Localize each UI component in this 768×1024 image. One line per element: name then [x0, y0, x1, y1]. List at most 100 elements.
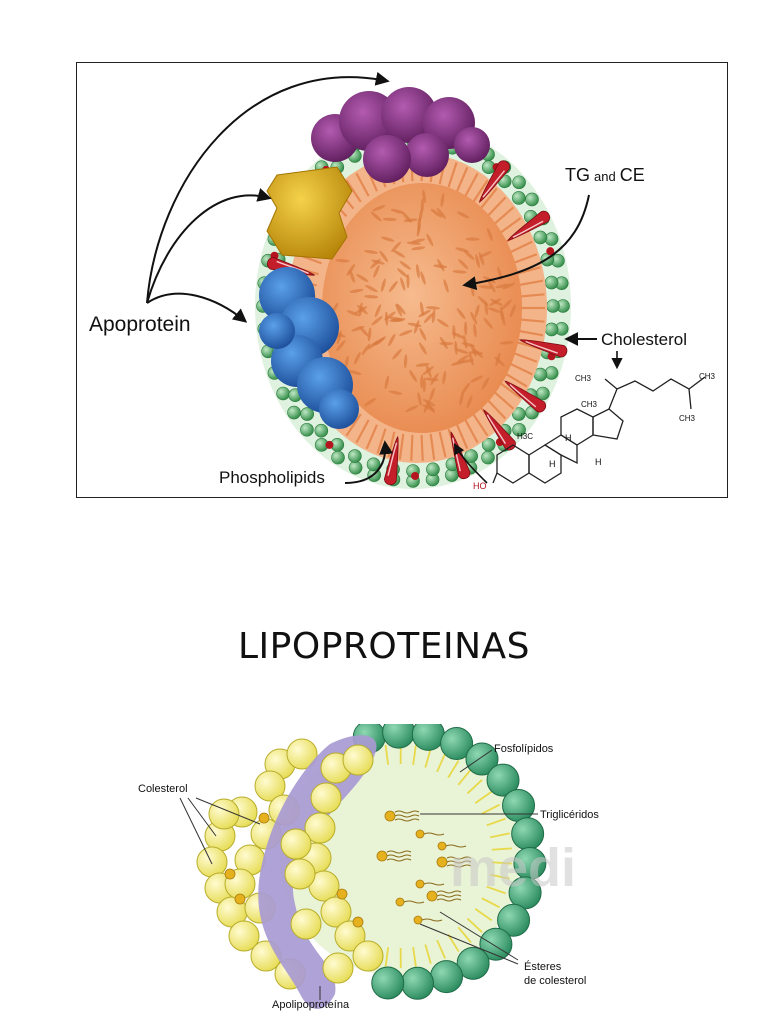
core-lipid-strand	[409, 369, 418, 382]
phospholipid-tail	[518, 318, 545, 323]
core-lipid-strand	[479, 251, 492, 258]
fosfolipido-tail	[489, 832, 510, 839]
phospholipid-tail	[447, 162, 458, 188]
fosfolipido-tail	[436, 753, 446, 773]
colesterol-sphere	[228, 920, 260, 952]
fosfolipido-head	[401, 966, 435, 1000]
ester-colesterol	[437, 841, 467, 851]
core-lipid-strand	[358, 302, 363, 317]
core-lipid-strand	[388, 333, 396, 347]
lipoproteina-diagram-figure: medi Colesterol Fosfolípidos Triglicérid…	[120, 724, 720, 1024]
core-lipid-strand	[440, 193, 445, 208]
core-lipid-strand	[371, 259, 385, 265]
fosfolipido-head	[486, 763, 520, 797]
core-lipid-strand	[420, 271, 426, 285]
phospholipid-tail	[486, 196, 507, 217]
phospholipid-head	[464, 449, 478, 463]
core-lipid-strand	[371, 316, 383, 326]
fosfolipido-tail	[447, 933, 460, 952]
arrow-apoprotein-to-yellow	[146, 188, 272, 304]
core-lipid-strand	[422, 378, 426, 393]
phospholipid-head	[512, 191, 526, 205]
core-lipid-strand	[406, 274, 410, 289]
phospholipid-tail	[493, 390, 515, 410]
cholesterol-molecule	[518, 339, 568, 358]
core-lipid-strand	[419, 342, 427, 355]
svg-text:CH3: CH3	[575, 374, 592, 383]
phospholipid-tail	[429, 433, 436, 460]
phospholipid-head	[536, 386, 550, 401]
core-lipid-strand	[370, 211, 382, 222]
fosfolipido-head	[497, 903, 531, 937]
core-lipid-strand	[490, 298, 503, 306]
core-lipid-strand	[478, 252, 485, 266]
phospholipid-head	[544, 232, 559, 246]
core-lipid-strand	[364, 398, 376, 407]
arrow-apoprotein-to-purple	[146, 71, 390, 304]
apoprotein-purple	[311, 87, 490, 183]
core-lipid-strand	[420, 198, 424, 213]
core-lipid-strand	[473, 323, 477, 338]
colesterol-spheres-front	[224, 744, 384, 984]
core-lipid-strand	[486, 227, 493, 241]
phospholipid-head	[481, 438, 496, 452]
phospholipid-head	[544, 275, 559, 290]
fosfolipido-tail	[474, 790, 493, 804]
phospholipid-tail	[508, 240, 533, 254]
ester-colesterol	[395, 897, 425, 907]
colesterol-molecule	[352, 916, 364, 928]
label-fosfolipidos: Fosfolípidos	[494, 743, 554, 755]
phospholipid-tail	[472, 179, 489, 203]
cholesterol-structure	[492, 376, 706, 484]
core-lipid-strand	[430, 208, 443, 218]
core-lipid-strand	[419, 327, 427, 341]
core-lipid-strand	[436, 319, 449, 328]
phospholipid-tail	[398, 433, 405, 460]
phospholipid-tail	[355, 419, 370, 444]
phospholipid-head	[287, 405, 301, 420]
core-lipid-strand	[451, 332, 465, 339]
core-lipid-strand	[367, 327, 372, 342]
phospholipid-head	[546, 299, 560, 313]
core-lipid-strand	[463, 250, 475, 260]
fosfolipido-tail	[489, 873, 510, 880]
core-lipid-strand	[495, 283, 510, 289]
phospholipid-tail	[498, 381, 522, 399]
core-lipid-strand	[474, 304, 480, 318]
fosfolipido-tail	[424, 748, 432, 768]
cholesterol-head	[546, 247, 555, 256]
phospholipid-tail	[498, 217, 522, 235]
cholesterol-molecule	[507, 210, 551, 241]
core-lipid-strand	[417, 216, 421, 231]
core-lipid-strand	[420, 374, 424, 389]
core-lipid-strand	[417, 392, 422, 406]
core-lipid-strand	[396, 303, 406, 315]
core-lipid-strand	[499, 341, 514, 345]
core-lipid-strand	[353, 351, 361, 365]
core-lipid-strand	[455, 247, 469, 253]
cholesterol-structure-labels: CH3 CH3 CH3 CH3 H3C H H H HO	[473, 372, 716, 491]
colesterol-sphere	[254, 770, 286, 802]
fosfolipido-tail	[466, 917, 483, 933]
label-apoprotein: Apoprotein	[89, 313, 191, 336]
core-lipid-strand	[406, 241, 421, 245]
core-lipid-strand	[416, 264, 420, 279]
cholesterol-head	[325, 440, 334, 449]
colesterol-sphere	[310, 782, 342, 814]
phospholipid-head	[300, 407, 314, 421]
trigliceride	[426, 890, 462, 902]
fosfolipido-tail	[457, 926, 472, 944]
phospholipid-head	[366, 457, 381, 472]
core-lipid-strand	[422, 189, 427, 204]
phospholipid-head	[544, 322, 559, 337]
core-lipid-strand	[487, 280, 496, 293]
arrow-phospholipids	[344, 440, 394, 484]
fosfolipido-tail	[457, 768, 472, 786]
svg-text:H: H	[565, 433, 572, 443]
label-trigliceridos: Triglicéridos	[540, 809, 599, 821]
ester-colesterol	[413, 915, 443, 925]
svg-text:H: H	[549, 459, 556, 469]
fosfolipido-tail	[491, 861, 512, 865]
core-lipid-strand	[399, 329, 413, 336]
